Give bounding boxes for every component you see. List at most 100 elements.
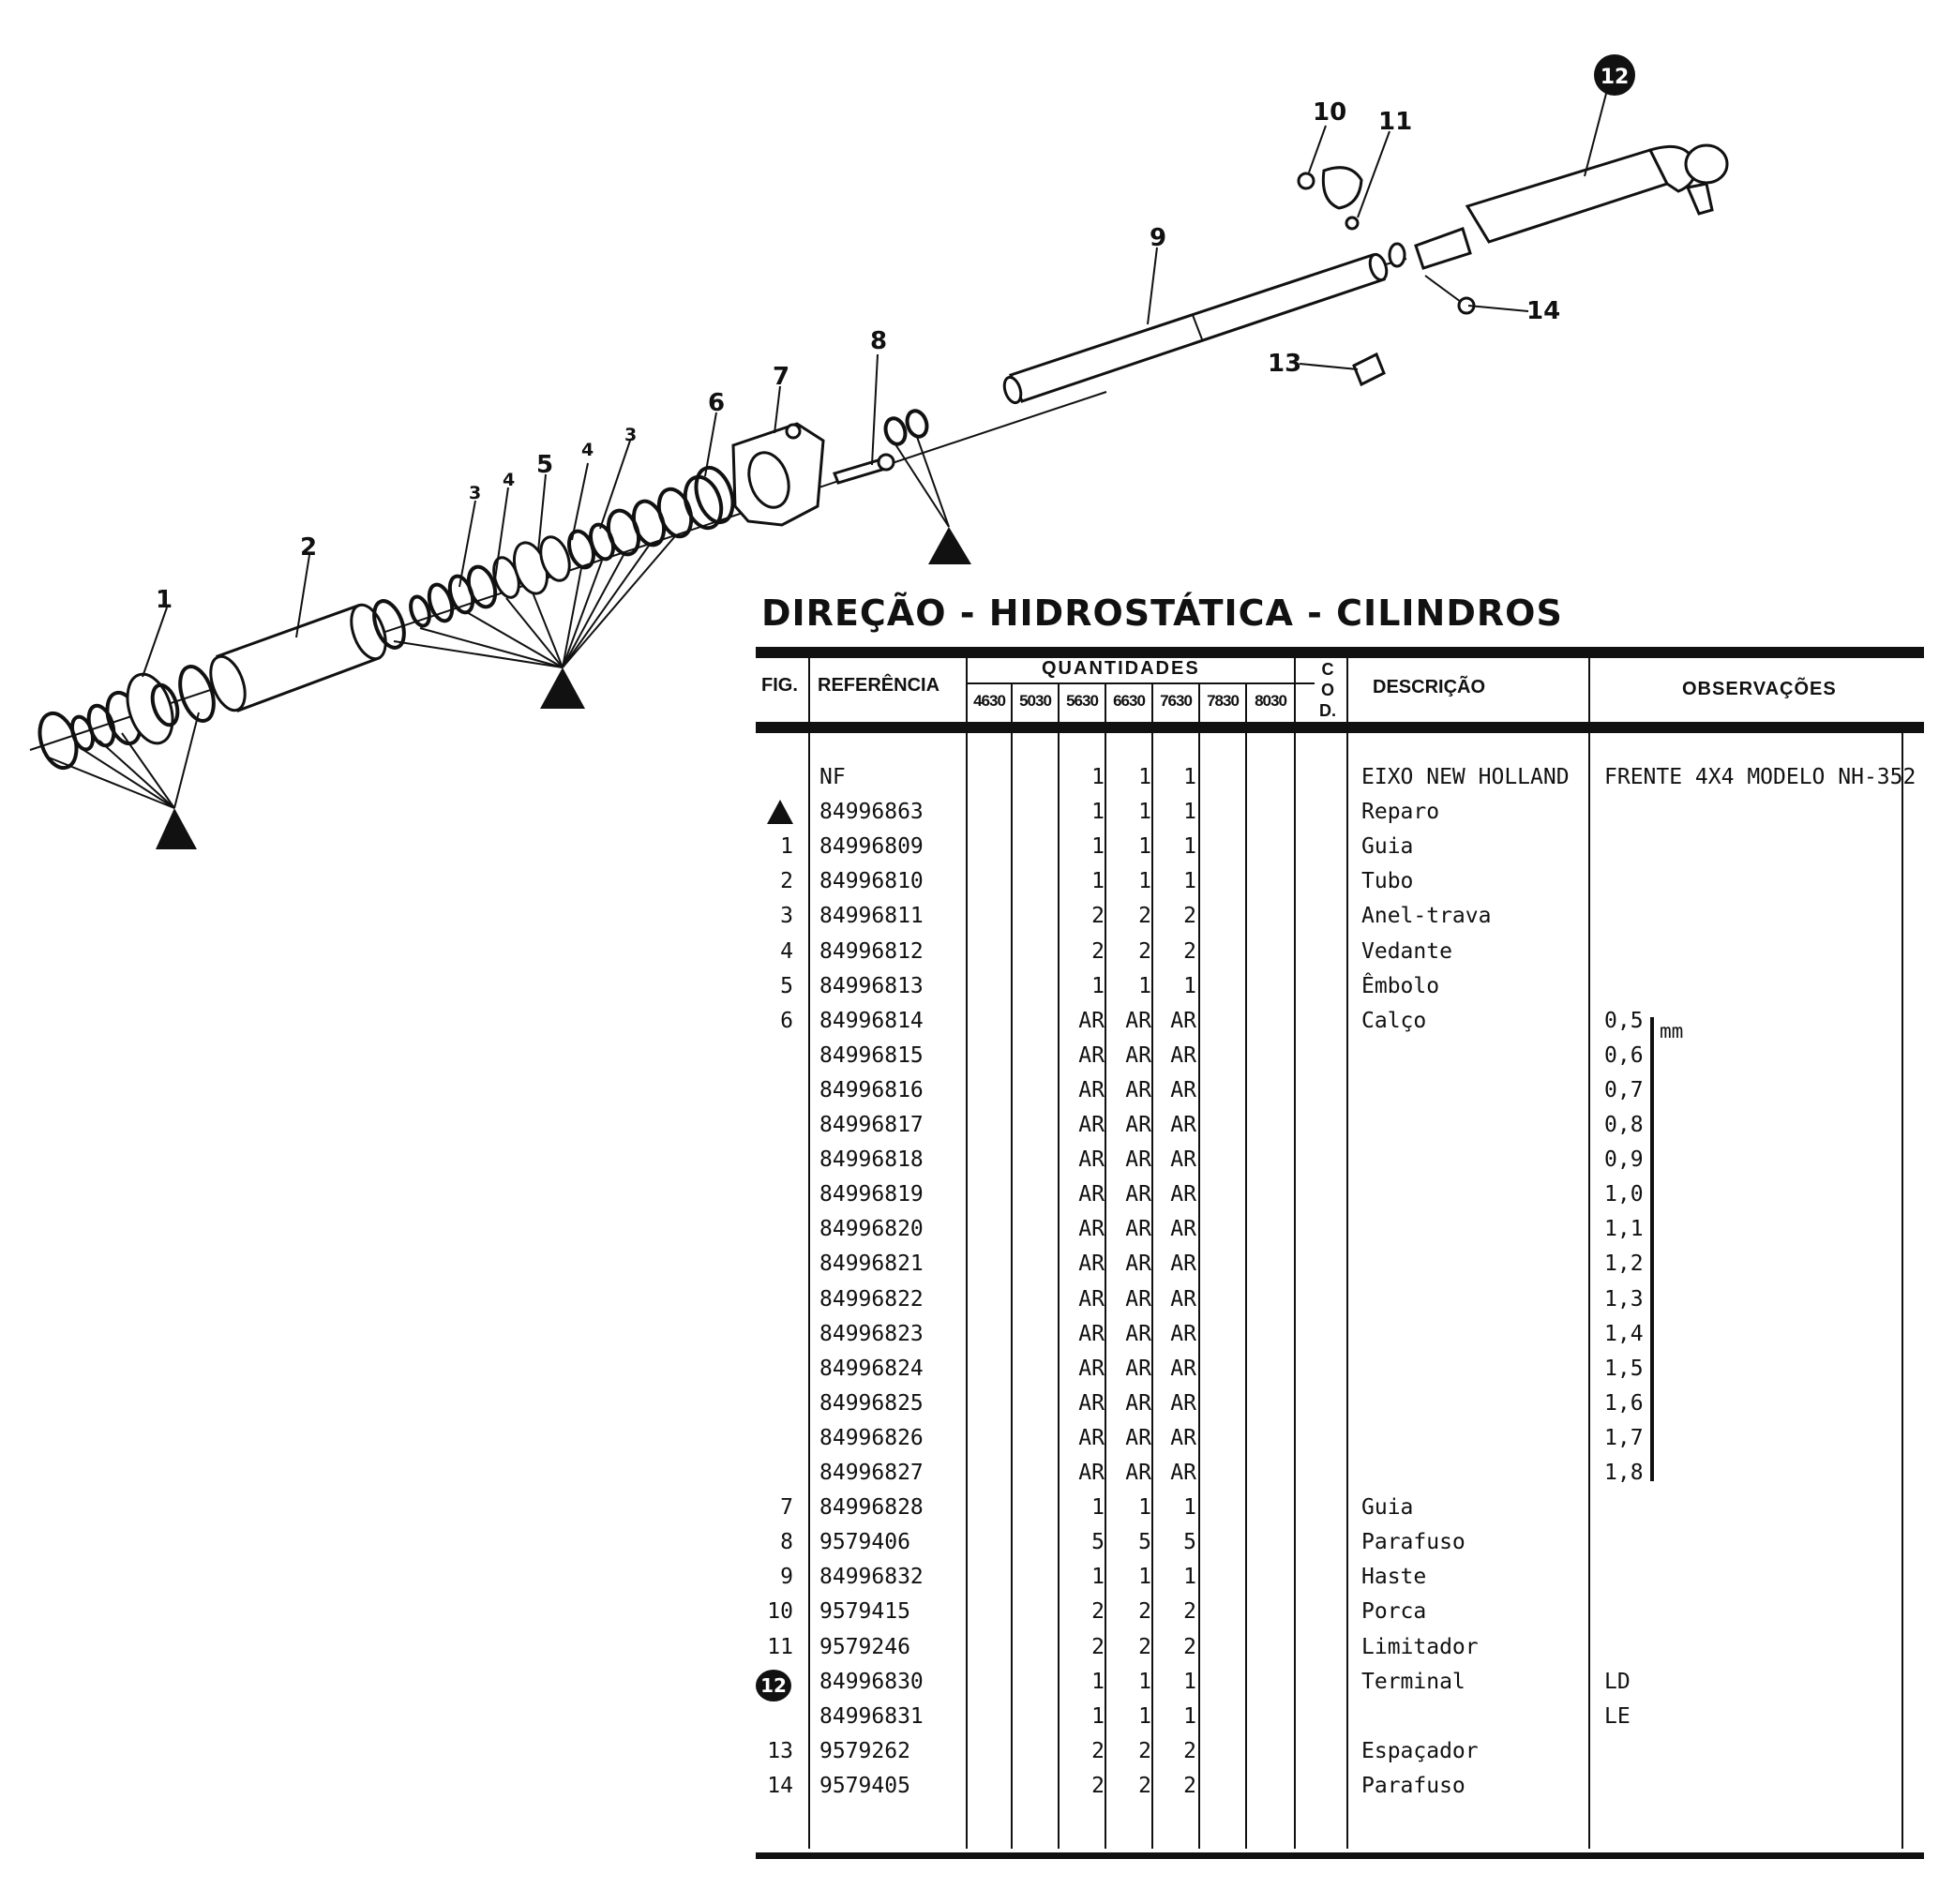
cell-qty-5630: 1 xyxy=(1091,1495,1105,1521)
cell-qty-5630: 1 xyxy=(1091,973,1105,998)
cell-fig: 5 xyxy=(780,973,793,998)
col-line-m6 xyxy=(1245,684,1247,1849)
col-line-m5 xyxy=(1198,684,1200,1849)
cell-referencia: 9579246 xyxy=(819,1634,910,1659)
header-cod-c: C xyxy=(1321,660,1334,679)
callout-12-badge: 12 xyxy=(1594,54,1635,96)
cell-referencia: 84996818 xyxy=(819,1147,924,1173)
cell-observacoes: 0,6 xyxy=(1604,1042,1644,1068)
cell-qty-7630: 1 xyxy=(1183,1565,1196,1590)
cell-qty-7630: 1 xyxy=(1183,1495,1196,1521)
header-model-7830: 7830 xyxy=(1207,692,1240,710)
table-header-bottom-rule xyxy=(756,722,1924,733)
part-2-tube xyxy=(209,599,406,712)
cell-descricao: Espaçador xyxy=(1361,1738,1479,1763)
cell-referencia: 84996817 xyxy=(819,1113,924,1137)
cell-qty-6630: 1 xyxy=(1138,800,1151,825)
cell-qty-5630: 1 xyxy=(1091,1565,1105,1590)
cell-qty-6630: 2 xyxy=(1138,938,1151,964)
cell-qty-7630: AR xyxy=(1170,1113,1196,1137)
cell-observacoes: 1,8 xyxy=(1604,1461,1644,1485)
cell-qty-7630: AR xyxy=(1170,1147,1196,1173)
header-cod-o: O xyxy=(1320,681,1334,699)
cell-referencia: 84996815 xyxy=(819,1042,924,1068)
cell-qty-6630: AR xyxy=(1125,1008,1151,1033)
cell-qty-5630: 1 xyxy=(1091,765,1105,789)
header-observacoes: OBSERVAÇÕES xyxy=(1682,679,1837,699)
cell-descricao: Limitador xyxy=(1361,1634,1479,1659)
cell-observacoes: 1,5 xyxy=(1604,1356,1644,1381)
cell-fig: 7 xyxy=(780,1495,793,1521)
callout-14: 14 xyxy=(1526,297,1560,325)
cell-fig: 8 xyxy=(780,1530,793,1555)
cell-qty-7630: AR xyxy=(1170,1321,1196,1346)
shim-unit-label: mm xyxy=(1660,1020,1684,1042)
part-7-guide-block xyxy=(731,422,825,527)
cell-referencia: 84996828 xyxy=(819,1495,924,1521)
callout-6: 6 xyxy=(708,389,725,417)
cell-referencia: 84996816 xyxy=(819,1077,924,1102)
cell-qty-6630: 1 xyxy=(1138,1495,1151,1521)
cell-qty-5630: 2 xyxy=(1091,1738,1105,1763)
col-line-m2 xyxy=(1058,684,1060,1849)
callout-9: 9 xyxy=(1150,224,1166,252)
cell-qty-5630: 1 xyxy=(1091,800,1105,825)
parts-table: FIG. REFERÊNCIA QUANTIDADES 4630 5030 56… xyxy=(756,645,1924,1864)
cell-observacoes: 1,4 xyxy=(1604,1321,1644,1346)
cell-descricao: Reparo xyxy=(1361,800,1440,825)
cell-referencia: 84996822 xyxy=(819,1286,924,1312)
header-cod-d: D. xyxy=(1319,701,1336,720)
cell-qty-5630: AR xyxy=(1078,1217,1105,1242)
cell-qty-6630: 2 xyxy=(1138,1773,1151,1798)
cell-observacoes: 0,8 xyxy=(1604,1113,1644,1137)
reparo-triangle-icon xyxy=(767,800,793,825)
cell-referencia: 84996812 xyxy=(819,938,924,964)
callout-3a: 3 xyxy=(469,483,481,503)
cell-qty-7630: 2 xyxy=(1183,1773,1196,1798)
cell-qty-7630: 2 xyxy=(1183,938,1196,964)
cell-qty-5630: AR xyxy=(1078,1182,1105,1207)
cell-referencia: 9579405 xyxy=(819,1773,910,1798)
cell-descricao: Terminal xyxy=(1361,1669,1466,1694)
header-descricao: DESCRIÇÃO xyxy=(1373,677,1486,697)
header-model-5630: 5630 xyxy=(1066,692,1099,710)
cell-qty-7630: 5 xyxy=(1183,1530,1196,1555)
cell-qty-6630: AR xyxy=(1125,1182,1151,1207)
cell-referencia: 9579406 xyxy=(819,1530,910,1555)
cell-observacoes: 1,1 xyxy=(1604,1217,1644,1242)
cell-descricao: Porca xyxy=(1361,1599,1427,1625)
cell-qty-6630: AR xyxy=(1125,1390,1151,1416)
cell-qty-7630: 1 xyxy=(1183,869,1196,894)
cell-referencia: 84996832 xyxy=(819,1565,924,1590)
cell-qty-7630: AR xyxy=(1170,1286,1196,1312)
cell-qty-5630: 2 xyxy=(1091,938,1105,964)
cell-referencia: 84996809 xyxy=(819,834,924,860)
cell-qty-5630: AR xyxy=(1078,1390,1105,1416)
part-14-screw xyxy=(1424,275,1476,315)
cell-referencia: 84996824 xyxy=(819,1356,924,1381)
header-referencia: REFERÊNCIA xyxy=(818,675,940,696)
cell-qty-6630: 1 xyxy=(1138,973,1151,998)
cell-fig: 2 xyxy=(780,869,793,894)
cell-referencia: 84996826 xyxy=(819,1425,924,1450)
cell-qty-7630: AR xyxy=(1170,1182,1196,1207)
cell-qty-5630: AR xyxy=(1078,1252,1105,1277)
header-quantidades: QUANTIDADES xyxy=(1042,658,1200,679)
cell-qty-6630: AR xyxy=(1125,1077,1151,1102)
cell-descricao: Haste xyxy=(1361,1565,1427,1590)
cell-descricao: Anel-trava xyxy=(1361,904,1492,929)
cell-qty-6630: 1 xyxy=(1138,834,1151,860)
callout-11: 11 xyxy=(1378,108,1412,136)
cell-qty-5630: 2 xyxy=(1091,1773,1105,1798)
